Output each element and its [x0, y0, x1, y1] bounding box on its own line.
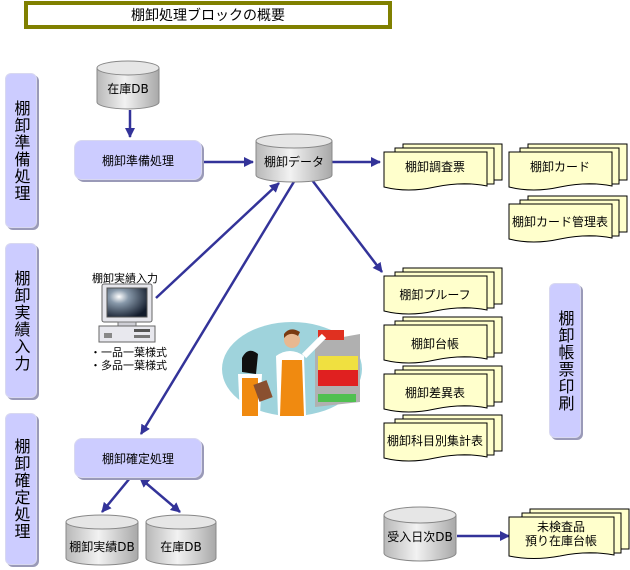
db-receipt-daily: 受入日次DB	[383, 506, 457, 562]
cylinder-icon	[383, 506, 457, 562]
phase-input: 棚卸実績入力	[5, 243, 37, 398]
db-stock-top-label: 在庫DB	[107, 82, 149, 96]
shop-staff-illustration	[222, 322, 362, 416]
phase-print: 棚卸帳票印刷	[549, 283, 581, 438]
arrow-confirm-to-actualdb	[101, 477, 131, 513]
phase-confirm-label: 棚卸確定処理	[11, 438, 31, 540]
phase-print-label: 棚卸帳票印刷	[555, 309, 575, 412]
arrow-terminal-to-data	[155, 182, 280, 299]
document-stack-icon	[508, 195, 628, 243]
document-stack-icon	[383, 365, 503, 413]
arrow-confirm-stockdb-bidir	[139, 477, 181, 513]
doc-uninspected: 未検査品 預り在庫台帳	[508, 508, 630, 560]
db-actual-label: 棚卸実績DB	[69, 540, 135, 554]
man-figure	[276, 329, 327, 416]
arrow-data-to-confirm	[139, 179, 297, 435]
phase-prep: 棚卸準備処理	[5, 73, 37, 228]
doc-card: 棚卸カード	[508, 143, 628, 191]
phase-confirm: 棚卸確定処理	[5, 413, 37, 565]
cylinder-icon	[145, 514, 217, 566]
process-prep-label: 棚卸準備処理	[101, 153, 174, 168]
db-stock-bottom-label: 在庫DB	[160, 540, 202, 554]
phase-input-label: 棚卸実績入力	[11, 269, 31, 372]
doc-summary-label: 棚卸科目別集計表	[386, 434, 483, 448]
process-prep: 棚卸準備処理	[74, 140, 202, 180]
document-stack-icon	[383, 143, 503, 191]
doc-card-mgmt-label: 棚卸カード管理表	[511, 215, 608, 229]
document-stack-icon	[383, 267, 503, 315]
diagram-title: 棚卸処理ブロックの概要	[24, 1, 392, 29]
doc-uninspected-line2: 預り在庫台帳	[524, 534, 597, 548]
db-inventory-data-label: 棚卸データ	[263, 155, 324, 169]
cylinder-icon	[96, 60, 160, 110]
process-confirm: 棚卸確定処理	[74, 438, 202, 478]
db-receipt-daily-label: 受入日次DB	[387, 530, 453, 544]
document-stack-icon	[508, 508, 630, 559]
doc-diff: 棚卸差異表	[383, 365, 503, 413]
doc-card-mgmt: 棚卸カード管理表	[508, 195, 628, 243]
doc-survey: 棚卸調査票	[383, 143, 503, 191]
terminal-notes: ・一品一葉様式 ・多品一葉様式	[90, 346, 167, 372]
woman-figure	[238, 350, 273, 416]
db-stock-bottom: 在庫DB	[145, 514, 217, 566]
phase-prep-label: 棚卸準備処理	[11, 99, 31, 202]
doc-card-label: 棚卸カード	[529, 160, 590, 174]
document-stack-icon	[383, 414, 503, 462]
db-actual: 棚卸実績DB	[65, 514, 139, 566]
cylinder-icon	[65, 514, 139, 566]
computer-icon	[98, 283, 156, 343]
document-stack-icon	[508, 143, 628, 191]
terminal-label: 棚卸実績入力	[92, 272, 158, 285]
doc-summary: 棚卸科目別集計表	[383, 414, 503, 462]
doc-proof: 棚卸プルーフ	[383, 267, 503, 315]
terminal-note-multi: ・多品一葉様式	[90, 359, 167, 372]
process-confirm-label: 棚卸確定処理	[101, 451, 174, 466]
db-inventory-data: 棚卸データ	[255, 133, 333, 183]
document-stack-icon	[383, 316, 503, 364]
doc-proof-label: 棚卸プルーフ	[399, 288, 471, 302]
doc-uninspected-line1: 未検査品	[536, 520, 585, 534]
doc-ledger-label: 棚卸台帳	[410, 337, 459, 351]
doc-ledger: 棚卸台帳	[383, 316, 503, 364]
doc-uninspected-label: 未検査品 預り在庫台帳	[508, 520, 614, 548]
doc-diff-label: 棚卸差異表	[404, 386, 465, 400]
arrow-data-to-proof	[311, 179, 383, 273]
doc-survey-label: 棚卸調査票	[404, 160, 465, 174]
terminal-note-single: ・一品一葉様式	[90, 346, 167, 359]
db-stock-top: 在庫DB	[96, 60, 160, 110]
cylinder-icon	[255, 133, 333, 183]
diagram-title-text: 棚卸処理ブロックの概要	[131, 8, 285, 24]
shelf-icon	[315, 330, 360, 407]
